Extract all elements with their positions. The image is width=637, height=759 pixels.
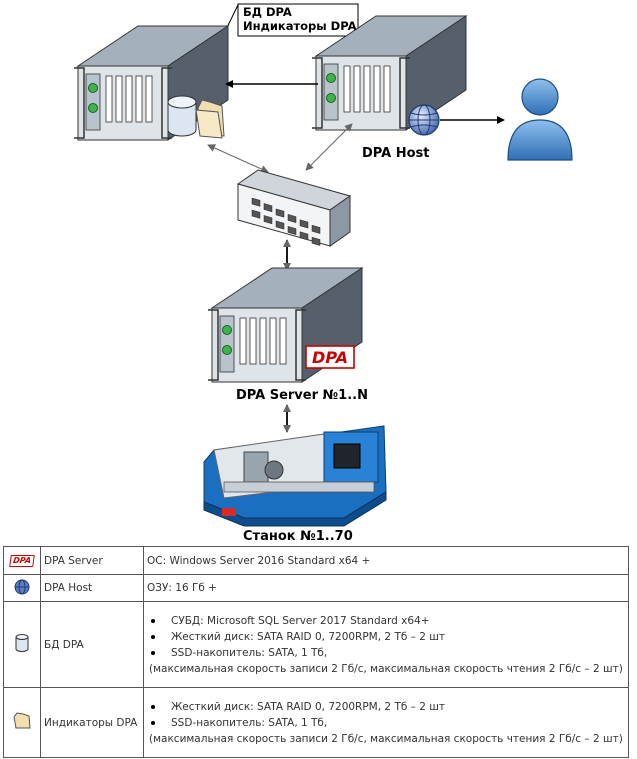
db-switch-link (207, 144, 269, 173)
globe-icon (408, 104, 440, 136)
dpa-logo-icon: DPA (305, 345, 355, 369)
list-item: Жесткий диск: SATA RAID 0, 7200RPM, 2 Тб… (147, 629, 625, 645)
table-row: DPA DPA Server ОС: Windows Server 2016 S… (3, 546, 629, 575)
row-desc: ОС: Windows Server 2016 Standard x64 + (143, 546, 629, 575)
list-item: СУБД: Microsoft SQL Server 2017 Standard… (147, 613, 625, 629)
row-desc: Жесткий диск: SATA RAID 0, 7200RPM, 2 Тб… (143, 687, 629, 758)
database-cylinder-icon (3, 601, 41, 688)
row-note: (максимальная скорость записи 2 Гб/с, ма… (149, 732, 623, 745)
cnc-lathe-icon (203, 425, 387, 527)
row-name: DPA Server (40, 546, 144, 575)
list-item: SSD-накопитель: SATA, 1 Тб, (147, 645, 625, 661)
dpa-logo-icon: DPA (3, 546, 41, 575)
list-item: Жесткий диск: SATA RAID 0, 7200RPM, 2 Тб… (147, 699, 625, 715)
host-switch-link (305, 123, 353, 171)
list-item: SSD-накопитель: SATA, 1 Тб, (147, 715, 625, 731)
table-row: БД DPA СУБД: Microsoft SQL Server 2017 S… (3, 601, 629, 688)
db-title-line2: Индикаторы DPA (243, 19, 357, 33)
db-title-line1: БД DPA (243, 5, 292, 19)
folder-icon (195, 99, 225, 139)
database-cylinder-icon (167, 95, 197, 137)
table-row: DPA Host ОЗУ: 16 Гб + (3, 574, 629, 602)
machine-label: Станок №1..70 (243, 529, 353, 540)
callout-box (237, 3, 359, 37)
row-name: Индикаторы DPA (40, 687, 144, 758)
folder-icon (3, 687, 41, 758)
table-row: Индикаторы DPA Жесткий диск: SATA RAID 0… (3, 687, 629, 758)
spec-table: DPA DPA Server ОС: Windows Server 2016 S… (3, 546, 629, 758)
dpa-host-label: DPA Host (362, 146, 429, 161)
network-switch-icon (236, 169, 352, 247)
row-note: (максимальная скорость записи 2 Гб/с, ма… (149, 662, 623, 675)
globe-icon (3, 574, 41, 602)
architecture-diagram: DPA БД DPA Индикаторы DPA DPA Host DPA S… (73, 3, 573, 540)
dpa-server-label: DPA Server №1..N (236, 388, 368, 403)
row-desc: СУБД: Microsoft SQL Server 2017 Standard… (143, 601, 629, 688)
user-icon (507, 78, 573, 161)
row-name: БД DPA (40, 601, 144, 688)
row-name: DPA Host (40, 574, 144, 602)
svg-text:DPA: DPA (312, 348, 348, 367)
row-desc: ОЗУ: 16 Гб + (143, 574, 629, 602)
